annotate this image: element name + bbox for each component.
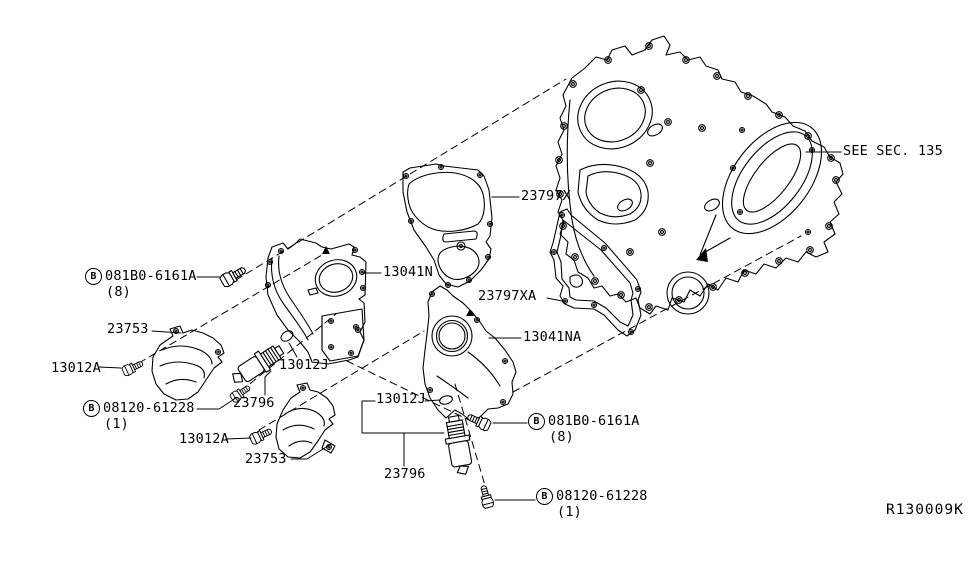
solenoid-23796-upper-art bbox=[232, 345, 285, 383]
callout-13012j-upper[interactable]: 13012J bbox=[279, 357, 329, 373]
callout-bolt-08120-upper[interactable]: B 08120-61228 (1) bbox=[83, 400, 195, 432]
callout-bolt-08120-lower[interactable]: B 08120-61228 (1) bbox=[536, 488, 648, 520]
part-number: 08120-61228 bbox=[556, 487, 648, 504]
callout-13012a-upper[interactable]: 13012A bbox=[51, 360, 101, 376]
solenoid-23796-lower-art bbox=[444, 414, 473, 475]
callout-bolt-081b0-upper[interactable]: B 081B0-6161A (8) bbox=[85, 268, 197, 300]
callout-23796-upper[interactable]: 23796 bbox=[233, 395, 275, 411]
callout-23797xa[interactable]: 23797XA bbox=[478, 288, 537, 304]
diagram-reference-code: R130009K bbox=[886, 502, 964, 518]
callout-23753-upper[interactable]: 23753 bbox=[107, 321, 149, 337]
callout-23753-lower[interactable]: 23753 bbox=[245, 451, 287, 467]
leader-lines bbox=[98, 151, 842, 501]
callout-13012j-lower[interactable]: 13012J bbox=[376, 391, 426, 407]
prefix-circle-b-icon: B bbox=[85, 268, 102, 285]
callout-23796-lower[interactable]: 23796 bbox=[384, 466, 426, 482]
engine-front-cover-art bbox=[555, 35, 844, 315]
oring-13012j-lower-art bbox=[439, 395, 453, 405]
prefix-circle-b-icon: B bbox=[528, 413, 545, 430]
gasket-23797xa-art bbox=[549, 208, 642, 337]
oring-13012j-upper-art bbox=[280, 330, 294, 342]
cover-13041na-art bbox=[422, 285, 517, 424]
part-number-row: B 081B0-6161A bbox=[85, 268, 197, 285]
part-quantity: (8) bbox=[549, 429, 574, 445]
part-quantity: (1) bbox=[557, 504, 582, 520]
cover-23753-upper-art bbox=[151, 325, 225, 401]
part-number: 081B0-6161A bbox=[548, 412, 640, 429]
part-quantity: (8) bbox=[106, 284, 131, 300]
callout-13041na[interactable]: 13041NA bbox=[523, 329, 582, 345]
bolt-081b0-upper-art bbox=[218, 263, 249, 289]
prefix-circle-b-icon: B bbox=[536, 488, 553, 505]
prefix-circle-b-icon: B bbox=[83, 400, 100, 417]
cover-23753-lower-art bbox=[275, 382, 336, 459]
callout-13012a-lower[interactable]: 13012A bbox=[179, 431, 229, 447]
assembly-dashed-lines bbox=[138, 78, 802, 500]
bolt-08120-lower-art bbox=[477, 484, 495, 510]
see-section-135-reference[interactable]: SEE SEC. 135 bbox=[843, 143, 943, 159]
callout-23797x[interactable]: 23797X bbox=[521, 188, 571, 204]
part-quantity: (1) bbox=[104, 416, 129, 432]
callout-13041n[interactable]: 13041N bbox=[383, 264, 433, 280]
bolt-081b0-lower-art bbox=[465, 410, 493, 433]
part-number-row: B 081B0-6161A bbox=[528, 413, 640, 430]
cover-13041n-art bbox=[264, 238, 367, 365]
callout-bolt-081b0-lower[interactable]: B 081B0-6161A (8) bbox=[528, 413, 640, 445]
part-number: 08120-61228 bbox=[103, 399, 195, 416]
part-number-row: B 08120-61228 bbox=[536, 488, 648, 505]
part-number: 081B0-6161A bbox=[105, 267, 197, 284]
part-number-row: B 08120-61228 bbox=[83, 400, 195, 417]
gasket-23797x-art bbox=[402, 163, 494, 289]
